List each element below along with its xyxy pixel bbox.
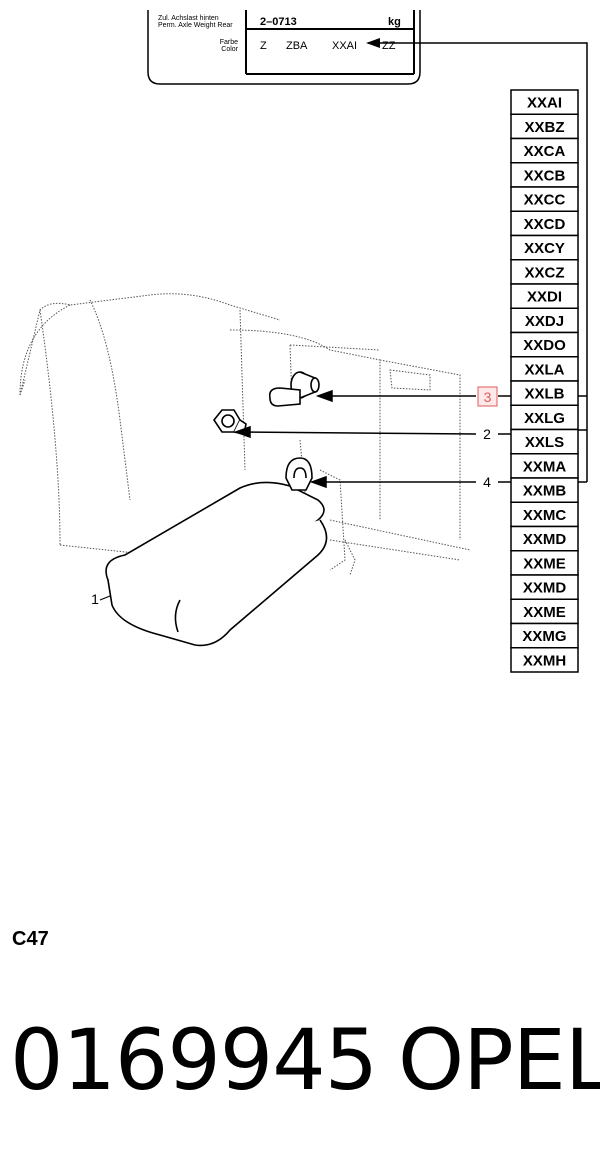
color-code-label: XXCA xyxy=(524,143,566,160)
vehicle-interior-sketch xyxy=(19,293,471,576)
color-label-en: Color xyxy=(221,46,238,53)
color-code-box xyxy=(510,89,579,115)
color-code-label: XXCC xyxy=(524,192,566,209)
color-code-box xyxy=(510,550,579,576)
color-code-label: XXCY xyxy=(524,240,565,257)
axle-weight-label-de: Zul. Achslast hinten xyxy=(158,15,219,22)
color-code-label: XXDO xyxy=(523,337,566,354)
color-code-label: XXLA xyxy=(524,361,564,378)
color-code-row: XXME xyxy=(510,598,579,625)
color-code-box xyxy=(510,404,579,431)
callout-item-2: 2 xyxy=(483,426,491,442)
svg-text:3: 3 xyxy=(484,389,492,405)
color-code-label: XXLS xyxy=(525,434,564,451)
color-code-row: XXMG xyxy=(510,622,579,649)
cap-part xyxy=(285,457,313,491)
color-code-label: XXMB xyxy=(523,483,567,500)
callout-item-4: 4 xyxy=(483,474,491,490)
part-number: 0169945 xyxy=(10,1011,378,1109)
color-code-row: XXAI xyxy=(510,89,579,115)
color-code-label: XXCD xyxy=(524,216,566,233)
color-code-label: XXDJ xyxy=(525,313,564,330)
color-code-box xyxy=(510,162,579,188)
color-code-label: XXME xyxy=(523,555,566,572)
color-code-label: XXMC xyxy=(523,507,567,524)
color-code-list: XXAI XXBZ XXCA XXCB XXCC XXCD XXCY XXCZ XXDI XXDJ… xyxy=(510,89,579,673)
color-code-row: XXMH xyxy=(510,647,579,673)
color-code-row: XXLS xyxy=(510,428,579,455)
color-code-row: XXCD xyxy=(510,210,579,237)
color-code-box xyxy=(510,647,579,673)
color-code-label: XXMD xyxy=(523,531,567,548)
fastener-part xyxy=(268,371,320,407)
color-code-label: XXMH xyxy=(523,652,566,669)
color-code-box xyxy=(510,137,579,164)
color-code-label: XXBZ xyxy=(524,119,564,136)
callout-1-leader xyxy=(99,595,111,601)
color-code-box xyxy=(510,525,579,552)
color-code-row: XXBZ xyxy=(510,113,579,140)
parts-diagram: Zul. Achslast hinten Perm. Axle Weight R… xyxy=(19,10,588,673)
color-code-row: XXDJ xyxy=(510,307,579,334)
color-code-label: XXAI xyxy=(527,95,562,112)
color-code-label: XXMA xyxy=(523,458,567,475)
color-code-row: XXMA xyxy=(510,453,579,479)
color-code-row: XXMC xyxy=(510,501,579,528)
color-code-row: XXDO xyxy=(510,331,579,358)
color-code-label: XXDI xyxy=(527,289,562,306)
color-value-3: XXAI xyxy=(332,40,357,52)
color-code-row: XXCZ xyxy=(510,259,579,285)
color-value-4: ZZ xyxy=(382,40,396,52)
color-code-row: XXLA xyxy=(510,356,579,382)
color-code-box xyxy=(510,428,579,455)
color-code-box xyxy=(510,598,579,625)
color-code-label: XXLB xyxy=(524,386,564,403)
color-value-1: Z xyxy=(260,40,267,52)
color-code-box xyxy=(510,331,579,358)
color-code-row: XXMB xyxy=(510,477,579,503)
color-code-box xyxy=(510,356,579,382)
color-code-row: XXMD xyxy=(510,525,579,552)
color-code-label: XXCB xyxy=(524,167,566,184)
color-code-label: XXCZ xyxy=(524,264,564,281)
color-code-row: XXCY xyxy=(510,234,579,261)
color-code-label: XXMG xyxy=(522,628,566,645)
callout-item-3[interactable]: 3 xyxy=(477,386,498,407)
color-code-row: XXCC xyxy=(510,186,579,212)
footer-identification: 0169945 OPEL xyxy=(10,1010,600,1110)
color-code-row: XXLG xyxy=(510,404,579,431)
callout-item-1: 1 xyxy=(91,591,99,607)
color-code-label: XXMD xyxy=(523,580,567,597)
color-code-box xyxy=(510,477,579,503)
color-code-row: XXCA xyxy=(510,137,579,164)
axle-weight-label-en: Perm. Axle Weight Rear xyxy=(158,22,233,29)
color-value-2: ZBA xyxy=(286,40,308,52)
color-code-row: XXME xyxy=(510,550,579,576)
color-code-box xyxy=(510,501,579,528)
color-code-box xyxy=(510,622,579,649)
color-code-row: XXLB xyxy=(510,380,579,406)
color-code-row: XXCB xyxy=(510,162,579,188)
color-code-row: XXDI xyxy=(510,283,579,309)
color-code-box xyxy=(510,113,579,140)
color-code-box xyxy=(510,574,579,600)
part-leaders xyxy=(233,389,511,489)
brand-name: OPEL xyxy=(398,1011,600,1109)
color-code-row: XXMD xyxy=(510,574,579,600)
axle-weight-unit: kg xyxy=(388,16,401,28)
plate-leader xyxy=(366,38,588,90)
armrest-part xyxy=(105,481,328,647)
list-connectors xyxy=(578,90,588,483)
color-code-label: XXME xyxy=(523,604,566,621)
section-code: C47 xyxy=(12,928,49,950)
axle-weight-value: 2–0713 xyxy=(260,16,297,28)
color-code-label: XXLG xyxy=(524,410,565,427)
color-label-de: Farbe xyxy=(220,39,238,46)
